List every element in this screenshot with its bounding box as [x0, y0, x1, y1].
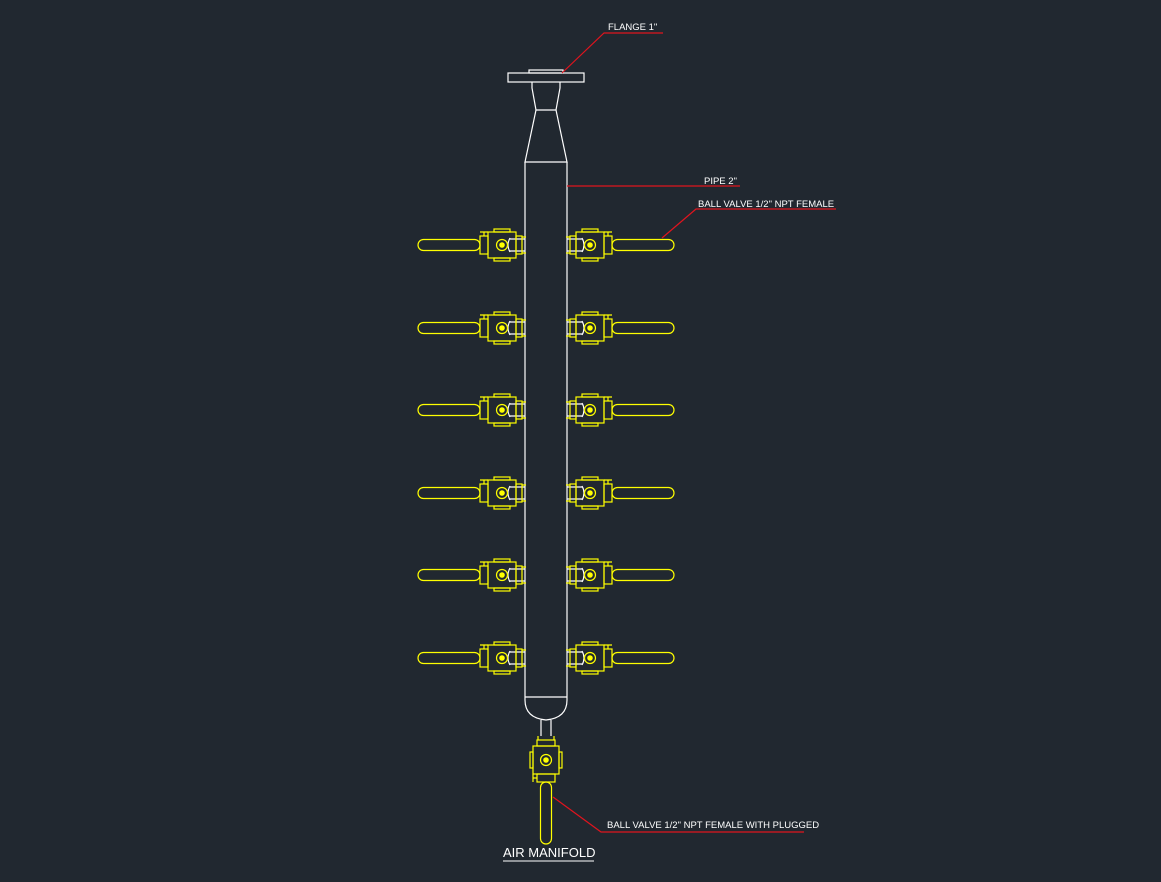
ball-valve-left-4 [417, 476, 527, 510]
ball-valve-left-2 [417, 311, 527, 345]
manifold-body [507, 69, 585, 736]
ball-valve-right-2 [565, 311, 675, 345]
drawing-title: AIR MANIFOLD [503, 845, 595, 860]
ball-valve-right-5 [565, 558, 675, 592]
ball-valve-left-3 [417, 393, 527, 427]
flange-neck [531, 82, 561, 111]
leader-ball-valve [661, 208, 836, 239]
ball-valve-right-4 [565, 476, 675, 510]
label-ball-valve: BALL VALVE 1/2" NPT FEMALE [698, 199, 834, 210]
drain-valve [529, 735, 563, 845]
ball-valve-right-1 [565, 228, 675, 262]
label-flange: FLANGE 1" [608, 22, 657, 33]
ball-valve-right-6 [565, 641, 675, 675]
valve-group [417, 228, 675, 675]
ball-valve-right-3 [565, 393, 675, 427]
ball-valve-left-6 [417, 641, 527, 675]
label-pipe: PIPE 2" [704, 176, 737, 187]
leader-flange [561, 32, 663, 74]
ball-valve-left-1 [417, 228, 527, 262]
label-ball-valve-plugged: BALL VALVE 1/2" NPT FEMALE WITH PLUGGED [607, 820, 819, 831]
leader-lines [552, 32, 836, 833]
flange-plate [507, 72, 585, 83]
leader-ball-valve-plugged [552, 796, 804, 833]
flange-raised-face [528, 69, 564, 74]
end-cap [524, 699, 568, 721]
ball-valve-left-5 [417, 558, 527, 592]
reducer [524, 109, 568, 163]
